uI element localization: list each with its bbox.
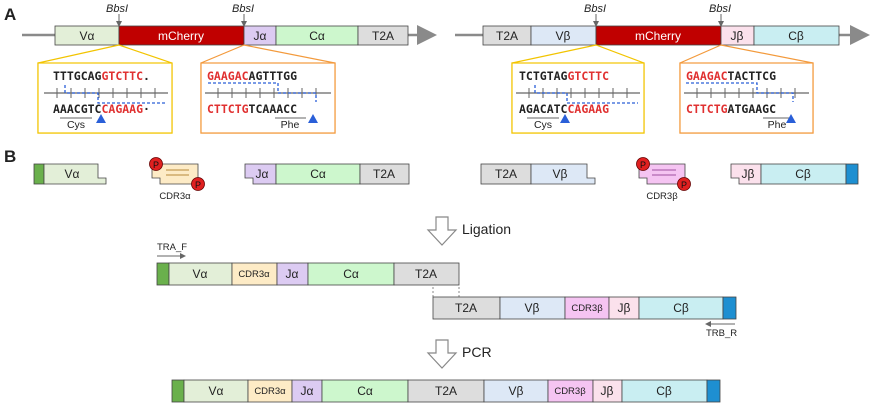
fragment-t2a-vb: T2A Vβ — [480, 163, 596, 185]
svg-text:T2A: T2A — [373, 167, 395, 181]
svg-text:Jβ: Jβ — [742, 167, 755, 181]
svg-text:GAAGACTACTTCG: GAAGACTACTTCG — [686, 69, 776, 83]
svg-text:Vβ: Vβ — [553, 167, 568, 181]
svg-text:CDR3α: CDR3α — [254, 386, 286, 397]
svg-text:TCTGTAGGTCTTC: TCTGTAGGTCTTC — [519, 69, 609, 83]
construct-beta-mcherry: T2A Vβ mCherry Jβ Cβ BbsI BbsI — [455, 3, 870, 46]
svg-text:Cβ: Cβ — [656, 384, 672, 398]
svg-text:CDR3β: CDR3β — [554, 386, 586, 397]
svg-text:CDR3α: CDR3α — [238, 269, 270, 280]
bbsi-site-label: BbsI — [709, 3, 731, 15]
svg-text:CTTCTGTCAAACC: CTTCTGTCAAACC — [207, 102, 297, 116]
svg-text:CDR3β: CDR3β — [571, 303, 603, 314]
fragment-cdr3b: P P CDR3β — [636, 157, 691, 202]
svg-text:P: P — [195, 180, 201, 190]
zoom-box-right-1: TCTGTAGGTCTTC AGACATCCAGAAG Cys — [511, 44, 645, 134]
bbsi-site-label: BbsI — [106, 3, 128, 15]
svg-text:Ligation: Ligation — [462, 221, 511, 237]
zoom-box-left-1: TTTGCAGGTCTTC. AAACGTCCAGAAG· Cys — [37, 44, 173, 134]
seg-label: Jα — [254, 29, 267, 43]
svg-text:CTTCTGATGAAGC: CTTCTGATGAAGC — [686, 102, 776, 116]
seg-label: mCherry — [158, 29, 204, 43]
svg-text:TRA_F: TRA_F — [157, 242, 187, 253]
svg-text:P: P — [153, 160, 159, 170]
seg-label: T2A — [372, 29, 394, 43]
svg-text:Vα: Vα — [193, 267, 208, 281]
primer-tra-f: TRA_F — [157, 242, 187, 259]
svg-text:PCR: PCR — [462, 344, 492, 360]
svg-text:Vβ: Vβ — [525, 301, 540, 315]
zoom-box-right-2: GAAGACTACTTCG CTTCTGATGAAGC Phe — [679, 44, 814, 134]
svg-text:Jβ: Jβ — [601, 384, 614, 398]
svg-text:TRB_R: TRB_R — [706, 328, 737, 339]
bbsi-site-label: BbsI — [584, 3, 606, 15]
svg-text:AGACATCCAGAAG: AGACATCCAGAAG — [519, 102, 609, 116]
svg-text:Cα: Cα — [357, 384, 373, 398]
svg-text:Cβ: Cβ — [795, 167, 811, 181]
svg-text:Jα: Jα — [301, 384, 314, 398]
cut-marker — [786, 114, 796, 123]
ligation-step: Ligation — [426, 216, 511, 246]
svg-text:AAACGTCCAGAAG·: AAACGTCCAGAAG· — [53, 102, 150, 116]
svg-text:Jα: Jα — [286, 267, 299, 281]
final-product: Vα CDR3α Jα Cα T2A Vβ CDR3β Jβ Cβ — [171, 379, 721, 403]
zoom-box-left-2: GAAGACAGTTTGG CTTCTGTCAAACC Phe — [200, 44, 336, 134]
svg-text:Vα: Vα — [209, 384, 224, 398]
down-arrow-icon — [426, 216, 458, 246]
svg-text:T2A: T2A — [435, 384, 457, 398]
svg-text:T2A: T2A — [495, 167, 517, 181]
seg-label: mCherry — [635, 29, 681, 43]
down-arrow-icon — [426, 339, 458, 369]
amino-acid-label: Cys — [534, 119, 552, 131]
ligated-beta: T2A Vβ CDR3β Jβ Cβ — [432, 296, 737, 320]
amino-acid-label: Phe — [768, 119, 787, 131]
seg-label: Vα — [80, 29, 95, 43]
amino-acid-label: Phe — [281, 119, 300, 131]
cut-marker — [560, 114, 570, 123]
panel-label-a: A — [4, 5, 16, 24]
fragment-jb-cb: Jβ Cβ — [730, 163, 859, 185]
svg-text:P: P — [681, 180, 687, 190]
svg-text:Vβ: Vβ — [509, 384, 524, 398]
seg-label: Cα — [309, 29, 325, 43]
seg-label: Vβ — [556, 29, 571, 43]
seg-label: T2A — [496, 29, 518, 43]
fragment-cdr3a: P P CDR3α — [149, 157, 205, 202]
pcr-step: PCR — [426, 339, 492, 369]
svg-text:CDR3α: CDR3α — [159, 191, 191, 202]
svg-text:CDR3β: CDR3β — [646, 191, 678, 202]
svg-text:T2A: T2A — [415, 267, 437, 281]
fragment-ja-ca-t2a: Jα Cα T2A — [244, 163, 410, 185]
seg-label: Jβ — [731, 29, 744, 43]
svg-text:Cα: Cα — [310, 167, 326, 181]
seg-cb — [753, 25, 840, 46]
svg-text:GAAGACAGTTTGG: GAAGACAGTTTGG — [207, 69, 297, 83]
cut-marker — [308, 114, 318, 123]
seg-t2a — [357, 25, 409, 46]
svg-text:Vα: Vα — [65, 167, 80, 181]
svg-text:T2A: T2A — [455, 301, 477, 315]
seg-label: Cβ — [788, 29, 804, 43]
cut-marker — [96, 114, 106, 123]
fragment-va: Vα — [33, 163, 107, 185]
amino-acid-label: Cys — [67, 119, 85, 131]
panel-label-b: B — [4, 147, 16, 166]
svg-text:P: P — [640, 160, 646, 170]
svg-text:Cβ: Cβ — [673, 301, 689, 315]
svg-text:TTTGCAGGTCTTC.: TTTGCAGGTCTTC. — [53, 69, 150, 83]
phosphate-icon — [636, 157, 650, 171]
bbsi-site-label: BbsI — [232, 3, 254, 15]
primer-trb-r: TRB_R — [705, 321, 737, 339]
svg-text:Jβ: Jβ — [618, 301, 631, 315]
construct-alpha-mcherry: Vα mCherry Jα Cα T2A BbsI BbsI — [22, 3, 437, 46]
svg-text:Cα: Cα — [343, 267, 359, 281]
ligated-alpha: Vα CDR3α Jα Cα T2A — [156, 262, 460, 286]
phosphate-icon — [191, 177, 205, 191]
phosphate-icon — [149, 157, 163, 171]
svg-text:Jα: Jα — [256, 167, 269, 181]
phosphate-icon — [677, 177, 691, 191]
